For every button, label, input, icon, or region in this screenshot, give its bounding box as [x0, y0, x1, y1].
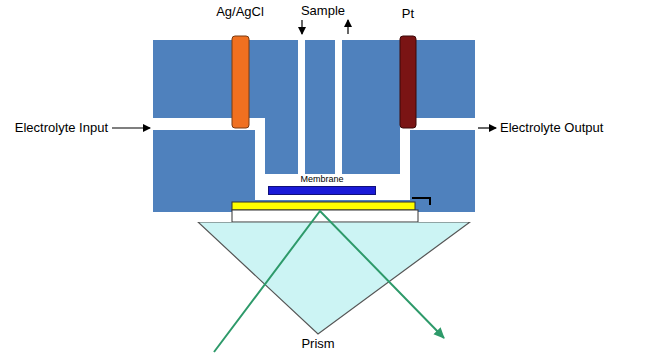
electrolyte-in-arrow: [112, 127, 150, 128]
sample-out-arrow: [347, 20, 348, 34]
part-label: Ag/AgCl: [215, 4, 265, 20]
glass-slide: [232, 210, 418, 222]
sample-in-arrow: [301, 20, 302, 34]
gold-film: [232, 202, 415, 210]
fluid-channels: [153, 40, 475, 200]
membrane-bar: Membrane: [268, 174, 376, 195]
part-label: Sample: [298, 3, 348, 19]
membrane-label: Membrane: [268, 174, 376, 185]
membrane-layer: [268, 186, 376, 195]
cell-body: [153, 40, 475, 212]
part-label: Electrolyte Output: [500, 120, 650, 136]
counter-electrode: [400, 36, 416, 128]
prism-triangle: [198, 222, 470, 334]
prism-outline: [196, 222, 472, 354]
part-label: Electrolyte Input: [2, 120, 108, 136]
contact-wire: [412, 198, 430, 205]
prism-label: Prism: [278, 336, 358, 352]
reference-electrode: [232, 36, 249, 128]
electrolyte-out-arrow: [478, 127, 496, 128]
prism-shape: Prism: [196, 222, 472, 354]
part-label: Pt: [392, 6, 424, 22]
